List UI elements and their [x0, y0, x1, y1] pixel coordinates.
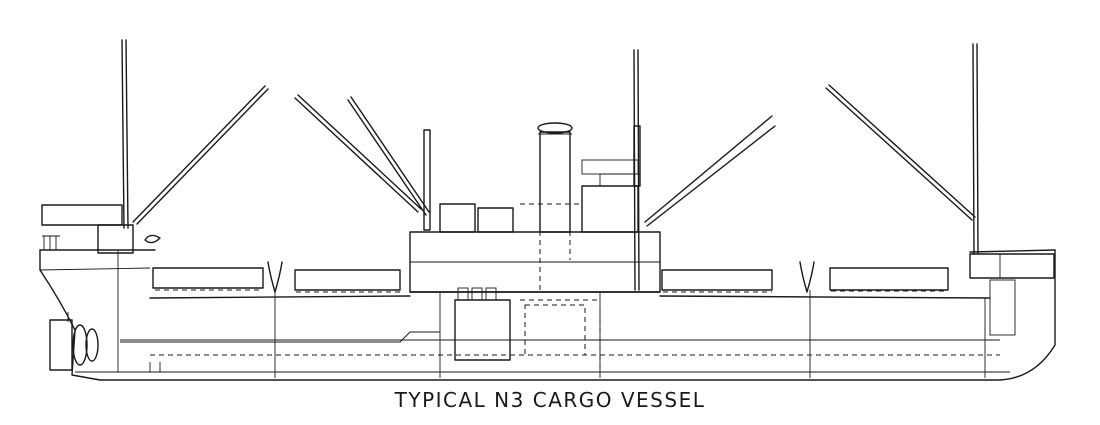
- midship-superstructure: [409, 159, 661, 293]
- ventilators: [267, 261, 815, 293]
- engine-room: [454, 287, 601, 372]
- rudder-propeller: [49, 312, 99, 371]
- cargo-booms: [132, 84, 976, 227]
- diagram-caption: TYPICAL N3 CARGO VESSEL: [394, 388, 706, 412]
- stern-house: [41, 204, 161, 372]
- hull: [39, 249, 1056, 381]
- funnel: [537, 122, 573, 233]
- bulkheads: [274, 290, 986, 378]
- masts: [121, 39, 979, 291]
- cargo-hatches: [152, 267, 949, 293]
- forecastle: [969, 253, 1055, 336]
- main-deck: [120, 291, 1000, 341]
- tank-tops: [120, 331, 1000, 372]
